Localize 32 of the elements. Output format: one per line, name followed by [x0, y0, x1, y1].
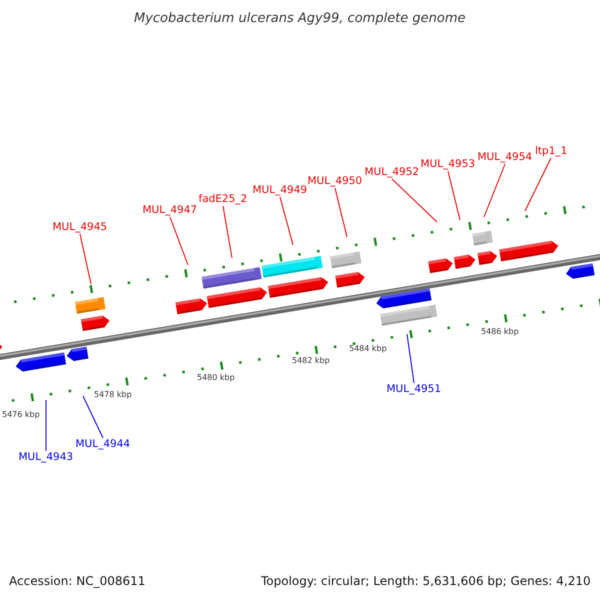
gene-label: MUL_4954	[478, 152, 532, 162]
gene-label: MUL_4949	[252, 185, 308, 196]
leader-line	[222, 206, 232, 258]
gene-label: MUL_4945	[52, 222, 108, 232]
map-title: Mycobacterium ulcerans Agy99, complete genome	[134, 12, 466, 25]
leader-line	[170, 216, 188, 266]
leader-line	[280, 196, 294, 246]
leader-line	[80, 234, 92, 284]
tick-label: 5480 kbp	[197, 374, 235, 382]
leader-line	[392, 178, 438, 222]
genome-info-text: Topology: circular; Length: 5,631,606 bp; Genes: 4,210	[261, 575, 591, 587]
tick-label: 5486 kbp	[481, 328, 519, 336]
gene-label: MUL_4950	[308, 176, 362, 186]
gene-label: MUL_4953	[420, 159, 476, 170]
leader-line	[82, 396, 104, 438]
gene-label: MUL_4952	[364, 167, 420, 178]
gene-label: MUL_4944	[76, 439, 130, 450]
leader-line	[524, 158, 552, 212]
tick-label: 5482 kbp	[292, 357, 330, 365]
leader-line	[448, 170, 460, 220]
gene-label: MUL_4951	[386, 384, 442, 394]
leader-line	[406, 334, 414, 384]
gene-label: fadE25_2	[198, 194, 248, 204]
gene-label: ltp1_1	[535, 146, 568, 156]
accession-text: Accession: NC_008611	[9, 575, 146, 587]
gene-label: MUL_4947	[142, 205, 198, 216]
tick-label: 5484 kbp	[349, 345, 387, 353]
leader-line	[484, 164, 506, 218]
tick-label: 5478 kbp	[94, 391, 132, 399]
leader-line	[334, 188, 348, 238]
gene-label: MUL_4943	[18, 452, 74, 462]
tick-label: 5476 kbp	[2, 411, 40, 419]
